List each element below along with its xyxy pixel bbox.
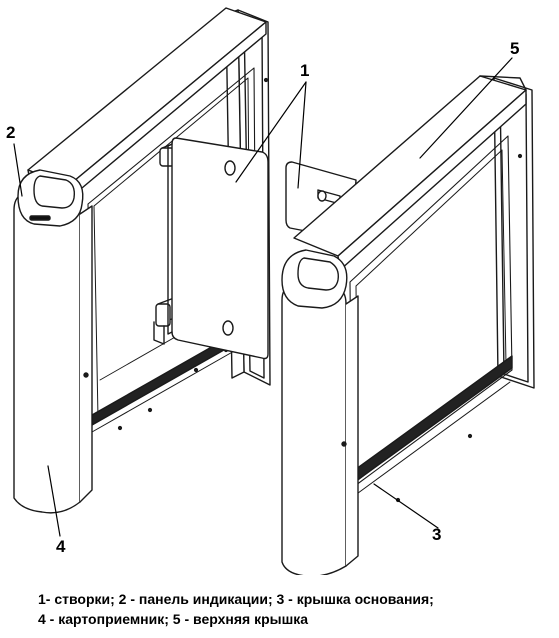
leader-4 xyxy=(47,465,61,537)
flap-panel xyxy=(171,137,269,360)
right-top-cover xyxy=(293,75,527,257)
right-cabinet xyxy=(281,75,535,575)
leader-1b xyxy=(297,81,307,189)
left-flap xyxy=(153,137,269,360)
callout-card-reader: 4 xyxy=(56,537,66,556)
left-front-post xyxy=(13,169,93,514)
legend-line-2: 4 - картоприемник; 5 - верхняя крышка xyxy=(38,611,309,627)
legend-line-1: 1- створки; 2 - панель индикации; 3 - кр… xyxy=(38,591,434,607)
leader-2 xyxy=(13,143,23,197)
callout-top-cover: 5 xyxy=(510,39,520,58)
leader-5 xyxy=(419,57,513,159)
callout-indication-panel: 2 xyxy=(6,123,16,142)
callout-base-cover: 3 xyxy=(432,525,442,544)
leader-1a xyxy=(235,81,307,183)
callout-flaps: 1 xyxy=(300,61,310,80)
leader-3 xyxy=(373,483,439,529)
leader-lines xyxy=(13,57,513,537)
turnstile-drawing xyxy=(13,7,535,575)
